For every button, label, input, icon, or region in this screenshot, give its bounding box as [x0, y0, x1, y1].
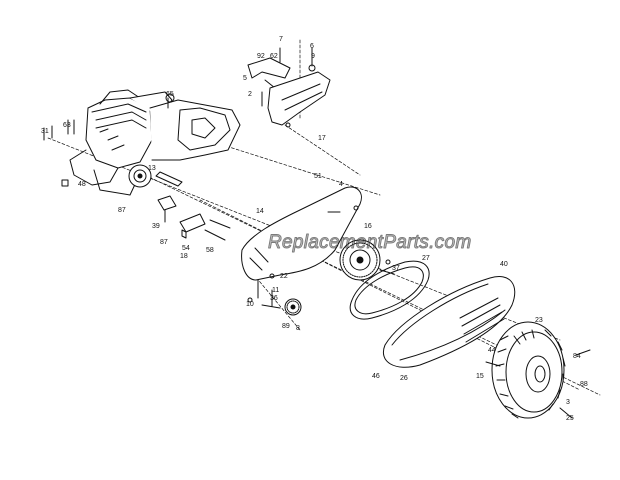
label-7: 7 — [279, 36, 283, 43]
label-26: 26 — [400, 375, 408, 382]
label-5: 5 — [243, 75, 247, 82]
label-3: 3 — [566, 399, 570, 406]
drive-belt — [349, 260, 430, 320]
label-14: 14 — [256, 208, 264, 215]
label-22: 22 — [280, 273, 288, 280]
label-87b: 87 — [160, 239, 168, 246]
idler-bracket — [157, 195, 231, 241]
left-hardware — [43, 119, 75, 187]
label-46: 46 — [372, 373, 380, 380]
label-2: 2 — [248, 91, 252, 98]
label-88: 88 — [580, 381, 588, 388]
label-65: 65 — [166, 91, 174, 98]
label-51: 51 — [314, 173, 322, 180]
label-8: 8 — [296, 325, 300, 332]
label-40: 40 — [500, 261, 508, 268]
inner-cover-plate — [241, 186, 362, 281]
label-31: 31 — [41, 128, 49, 135]
label-87a: 87 — [118, 207, 126, 214]
engine-assembly — [69, 89, 241, 196]
watermark-text: ReplacementParts.com — [268, 232, 471, 253]
label-44: 44 — [488, 347, 496, 354]
label-92: 92 — [257, 53, 265, 60]
drive-pulley — [284, 298, 302, 316]
label-10: 10 — [246, 301, 254, 308]
label-58: 58 — [206, 247, 214, 254]
label-9: 9 — [311, 53, 315, 60]
label-15: 15 — [476, 373, 484, 380]
label-54: 54 — [182, 245, 190, 252]
misc-hardware — [167, 97, 395, 309]
label-6: 6 — [310, 43, 314, 50]
tire-wheel — [485, 321, 591, 419]
label-37: 37 — [392, 265, 400, 272]
label-84: 84 — [573, 353, 581, 360]
label-25: 25 — [566, 415, 574, 422]
label-62: 62 — [270, 53, 278, 60]
outer-belt-guard — [383, 276, 516, 368]
label-11: 11 — [272, 287, 279, 294]
label-48: 48 — [78, 181, 86, 188]
label-13: 13 — [148, 165, 156, 172]
label-36: 36 — [270, 295, 278, 302]
label-23: 23 — [535, 317, 543, 324]
belt-guide-bracket — [247, 47, 331, 128]
label-4: 4 — [339, 181, 343, 188]
label-63: 63 — [63, 122, 71, 129]
label-16: 16 — [364, 223, 372, 230]
callout-labels: 31 63 7 92 62 6 9 5 2 65 17 51 13 48 87 … — [41, 36, 588, 422]
label-18: 18 — [180, 253, 188, 260]
label-27: 27 — [422, 255, 430, 262]
large-pulley — [339, 239, 381, 281]
label-17: 17 — [318, 135, 326, 142]
label-89: 89 — [282, 323, 290, 330]
label-39: 39 — [152, 223, 160, 230]
